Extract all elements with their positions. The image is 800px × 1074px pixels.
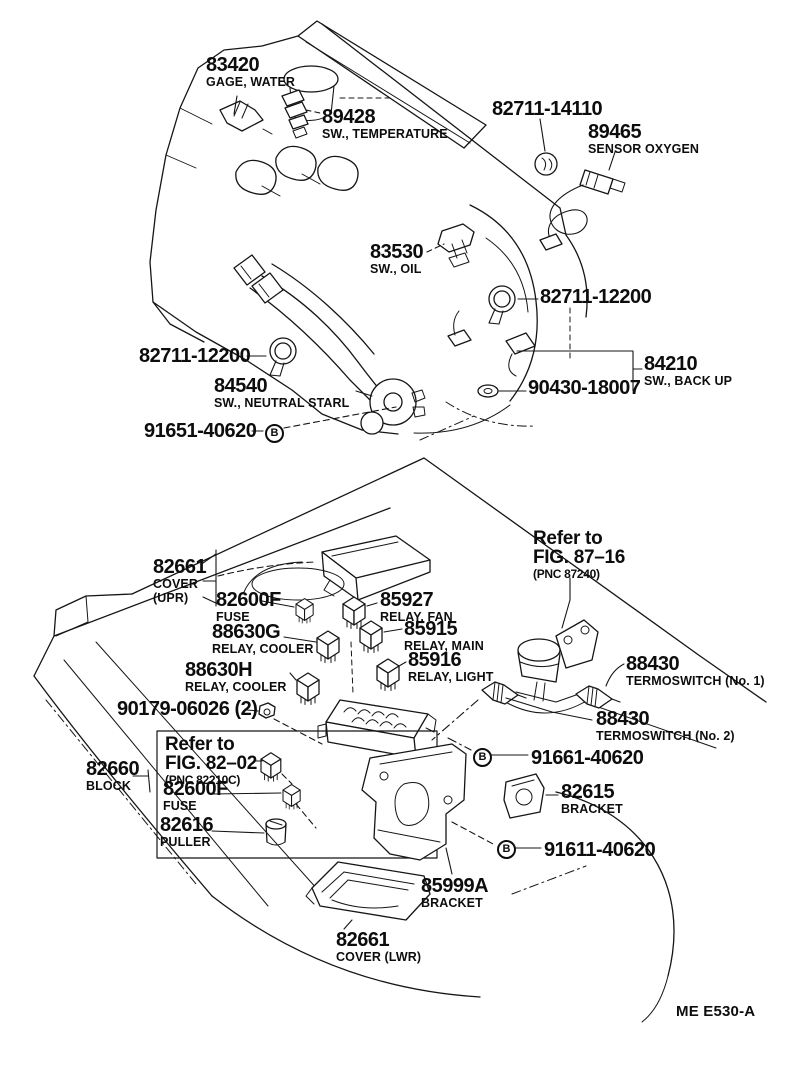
body-apron-drawing <box>33 457 767 1023</box>
diagram-code: ME E530-A <box>676 1003 756 1020</box>
engine-assembly-drawing <box>149 20 626 441</box>
engine-leader-lines <box>233 95 643 432</box>
body-leader-lines <box>132 549 625 930</box>
